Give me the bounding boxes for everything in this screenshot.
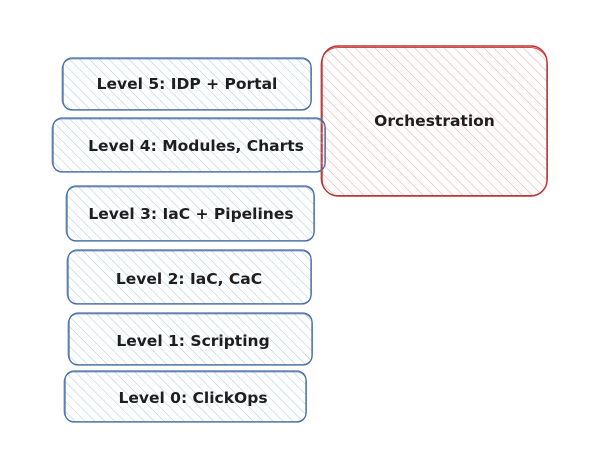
level-3-box[interactable]: Level 3: IaC + Pipelines [65,185,315,242]
level-4-label: Level 4: Modules, Charts [88,137,304,155]
level-2-label: Level 2: IaC, CaC [116,270,262,288]
level-5-box[interactable]: Level 5: IDP + Portal [61,57,312,111]
level-1-label: Level 1: Scripting [116,332,269,350]
orchestration-label: Orchestration [374,112,495,130]
level-4-box[interactable]: Level 4: Modules, Charts [51,117,326,173]
level-0-box[interactable]: Level 0: ClickOps [63,370,307,423]
level-2-box[interactable]: Level 2: IaC, CaC [66,249,312,305]
level-5-label: Level 5: IDP + Portal [97,75,278,93]
orchestration-box[interactable]: Orchestration [320,45,548,197]
level-0-label: Level 0: ClickOps [118,389,267,407]
level-3-label: Level 3: IaC + Pipelines [88,205,293,223]
level-1-box[interactable]: Level 1: Scripting [67,312,313,366]
